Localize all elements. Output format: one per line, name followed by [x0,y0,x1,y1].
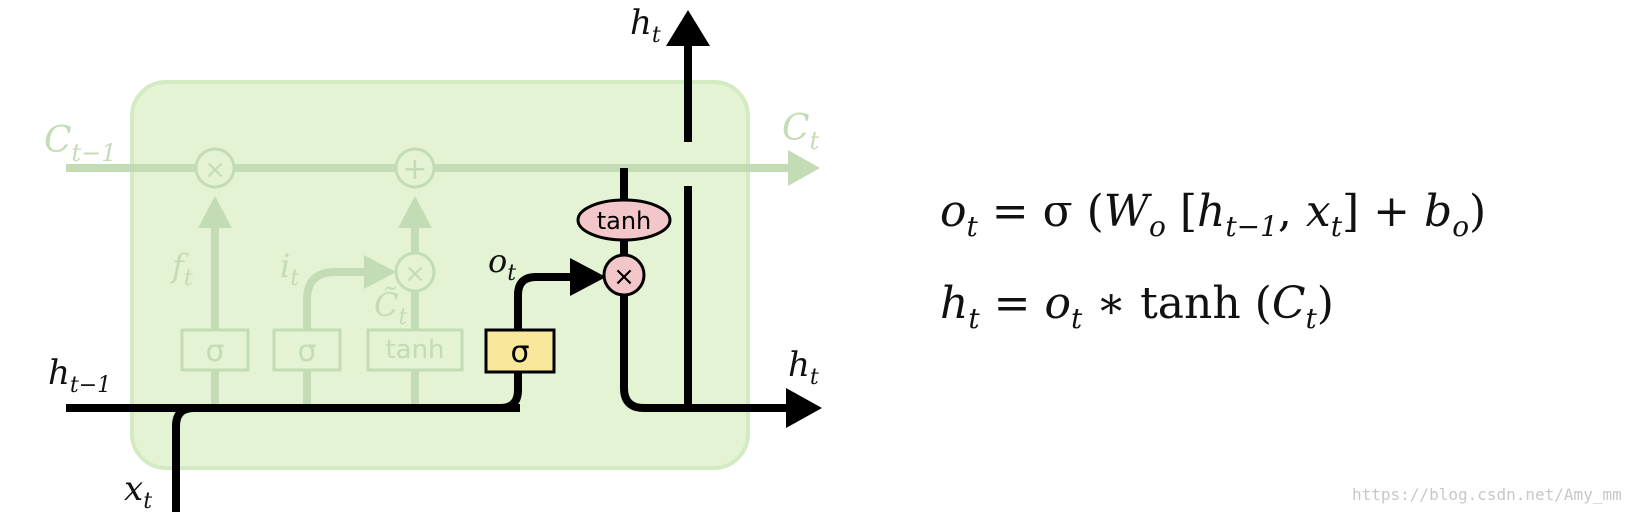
tanh-op [576,198,672,242]
o-gate-label: ot [488,242,516,286]
input-sigma-box [272,328,342,372]
h-top-arrowhead [666,10,710,46]
faded-components [66,147,820,404]
cell-add-symbol: + [402,152,427,187]
x-input-label: xt [124,469,152,514]
h-top-label: ht [630,3,661,48]
cell-state-arrowhead [788,150,820,186]
input-multiply-op [394,251,436,293]
output-multiply-op [602,253,646,297]
candidate-tanh-label: tanh [385,335,444,365]
watermark-url: https://blog.csdn.net/Amy_mm [1352,485,1622,504]
active-arrowheads [570,10,822,428]
forget-sigma-box [180,328,250,372]
forget-gate-arrowhead [198,196,232,228]
input-gate-arrowhead [398,196,432,228]
forget-multiply-op [194,147,236,189]
h-prev-label: ht−1 [48,353,111,398]
tanh-op-label: tanh [597,207,652,235]
active-labels: ht ht ht−1 xt ot [48,3,819,514]
i-gate-label: it [280,247,299,291]
h-right-arrowhead [786,388,822,428]
output-sigma-box [484,328,556,374]
x-input-line [172,273,576,512]
h-right-label: ht [788,345,819,390]
o-gate-arrowhead [570,258,606,296]
candidate-tanh-box [366,328,464,372]
c-prev-label: Ct−1 [44,120,117,167]
forget-multiply-symbol: × [204,155,226,185]
input-multiply-symbol: × [404,259,426,289]
c-next-label: Ct [782,108,820,155]
forget-sigma-label: σ [205,334,224,369]
active-lines [66,46,792,512]
input-sigma-label: σ [297,334,316,369]
output-multiply-symbol: × [613,262,635,292]
input-gate-curve [303,268,380,404]
output-gate-equation: ot = σ (Wo [ht−1, xt] + bo) [940,186,1487,243]
hidden-state-equation: ht = ot ∗ tanh (Ct) [940,278,1334,335]
faded-op-symbols: × + × σ σ tanh [204,152,444,369]
output-path-line [620,168,792,412]
c-tilde-label: C̃t [374,286,407,330]
cell-add-op [394,147,436,189]
output-sigma-label: σ [510,335,529,370]
faded-labels: Ct−1 Ct ft it C̃t [44,108,820,330]
input-gate-curve-arrowhead [364,255,396,289]
